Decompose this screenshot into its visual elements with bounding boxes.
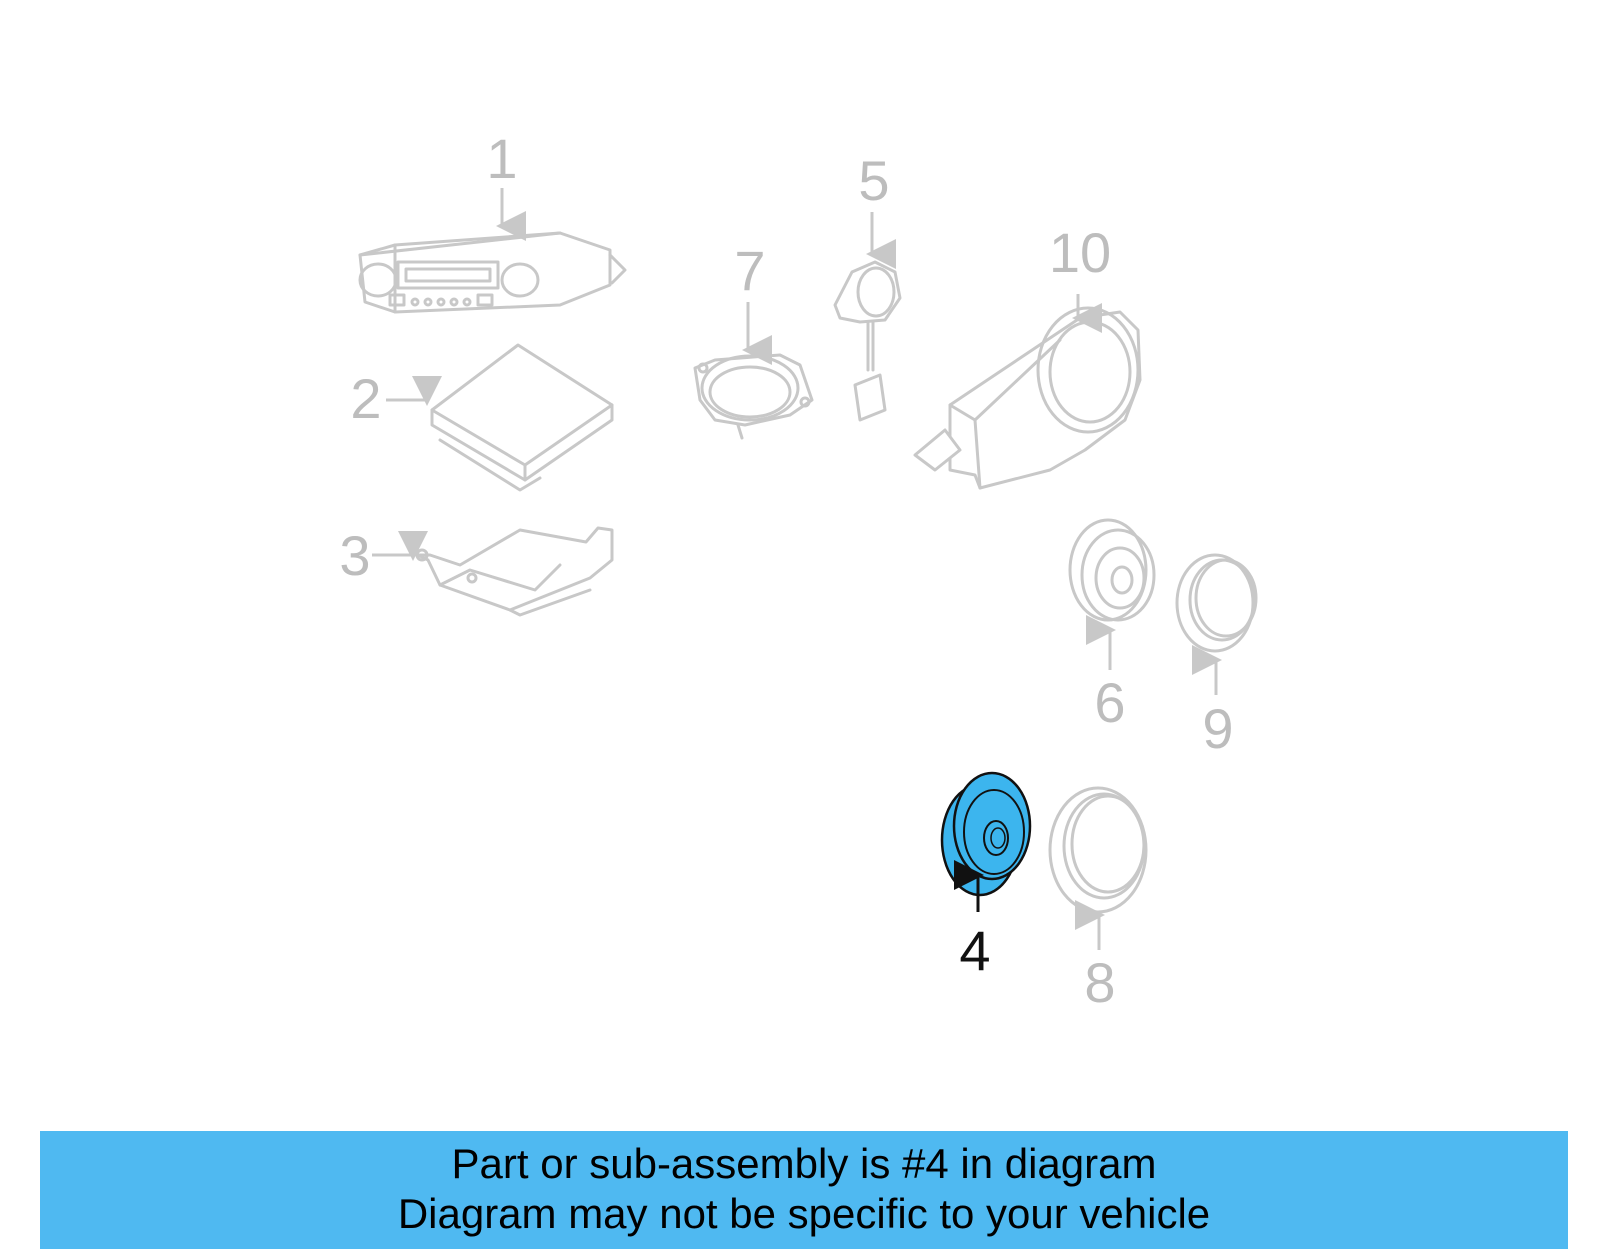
part-10-enclosure xyxy=(913,306,1142,490)
callout-9[interactable]: 9 xyxy=(1202,697,1233,760)
part-4-speaker-highlighted[interactable] xyxy=(940,771,1032,897)
callout-3[interactable]: 3 xyxy=(339,524,370,587)
part-8-ring xyxy=(1048,786,1148,914)
part-7-speaker xyxy=(693,353,814,440)
callout-8[interactable]: 8 xyxy=(1084,951,1115,1014)
part-2-module xyxy=(430,343,614,492)
part-1-radio xyxy=(358,231,627,314)
part-6-speaker xyxy=(1068,518,1156,622)
info-banner: Part or sub-assembly is #4 in diagram Di… xyxy=(40,1131,1568,1249)
callout-2[interactable]: 2 xyxy=(350,367,381,430)
callout-6[interactable]: 6 xyxy=(1094,671,1125,734)
callout-5[interactable]: 5 xyxy=(858,149,889,212)
callout-10[interactable]: 10 xyxy=(1049,221,1111,284)
callout-4[interactable]: 4 xyxy=(959,919,990,982)
banner-line-2: Diagram may not be specific to your vehi… xyxy=(397,1190,1211,1237)
callout-7[interactable]: 7 xyxy=(734,239,765,302)
part-3-bracket xyxy=(415,526,614,617)
part-9-ring xyxy=(1175,553,1258,653)
part-5-tweeter xyxy=(833,260,902,422)
callout-1[interactable]: 1 xyxy=(486,127,517,190)
banner-line-1: Part or sub-assembly is #4 in diagram xyxy=(451,1140,1157,1187)
